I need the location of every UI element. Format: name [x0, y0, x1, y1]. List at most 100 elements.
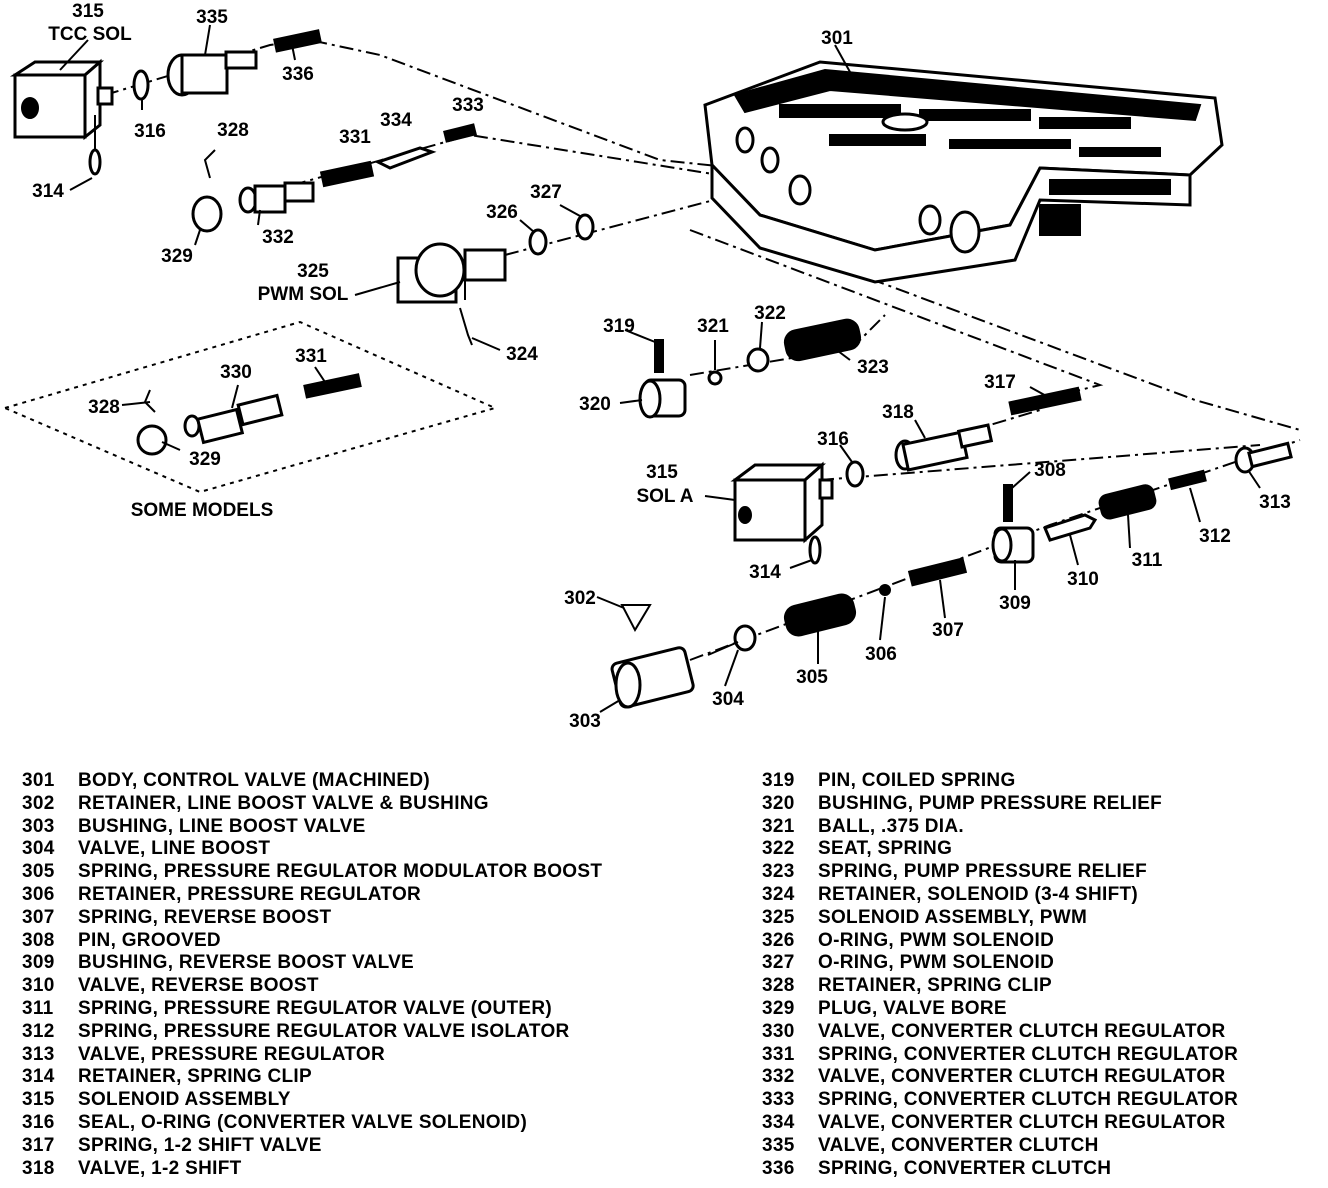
callout-324: 324 [506, 344, 538, 365]
legend-item-number: 316 [22, 1111, 55, 1133]
legend-item: 317 SPRING, 1-2 SHIFT VALVE [22, 1135, 602, 1158]
legend-item-description: PIN, COILED SPRING [818, 770, 1016, 791]
callout-328-inset: 328 [88, 397, 120, 418]
valve-310 [1042, 513, 1098, 542]
legend-item-description: SPRING, PRESSURE REGULATOR VALVE (OUTER) [78, 997, 553, 1019]
legend-item-number: 309 [22, 952, 55, 974]
legend-item-description: VALVE, LINE BOOST [78, 838, 271, 860]
callout-314-top: 314 [32, 181, 64, 202]
legend-item-number: 311 [22, 997, 54, 1019]
legend-item-description: RETAINER, SOLENOID (3-4 SHIFT) [818, 883, 1139, 905]
legend-item-description: SOLENOID ASSEMBLY [78, 1089, 291, 1111]
pwm-solenoid [396, 242, 507, 304]
seal-316-top [132, 69, 150, 101]
callout-some-models: SOME MODELS [131, 500, 274, 521]
legend-item-description: BALL, .375 DIA. [818, 815, 964, 837]
legend-item-number: 310 [22, 975, 55, 997]
some-models-inset [2, 320, 498, 494]
retainer-324 [459, 307, 473, 346]
legend-item: 330 VALVE, CONVERTER CLUTCH REGULATOR [762, 1021, 1238, 1044]
callout-316-mid: 316 [817, 429, 849, 450]
callout-311: 311 [1132, 550, 1163, 571]
seal-316-mid [845, 460, 865, 488]
legend-item-description: SPRING, CONVERTER CLUTCH REGULATOR [818, 1089, 1239, 1111]
bushing-309 [991, 526, 1035, 564]
callout-pwm-sol: PWM SOL [258, 284, 349, 305]
spring-317 [1008, 386, 1082, 416]
legend-item-description: VALVE, REVERSE BOOST [78, 975, 319, 997]
callout-329-top: 329 [161, 246, 193, 267]
legend-item-number: 319 [762, 770, 795, 791]
tcc-solenoid [9, 58, 114, 176]
legend-item-description: PLUG, VALVE BORE [818, 997, 1007, 1019]
bushing-320 [638, 378, 687, 419]
pin-319 [654, 339, 664, 373]
legend-item-number: 306 [22, 883, 55, 905]
legend-item-description: RETAINER, PRESSURE REGULATOR [78, 883, 422, 905]
spring-311 [1098, 484, 1157, 520]
legend-item-description: VALVE, CONVERTER CLUTCH REGULATOR [818, 1020, 1226, 1042]
bushing-303 [610, 646, 695, 709]
legend-item-number: 330 [762, 1020, 795, 1042]
legend-item: 311 SPRING, PRESSURE REGULATOR VALVE (OUT… [22, 998, 602, 1021]
legend-item-number: 313 [22, 1043, 55, 1065]
spring-333 [443, 123, 477, 143]
callout-315-tcc: 315 [72, 1, 104, 22]
callout-303: 303 [569, 711, 601, 732]
legend-item: 335 VALVE, CONVERTER CLUTCH [762, 1135, 1238, 1158]
clip-328-top [203, 149, 216, 179]
callout-306: 306 [865, 644, 897, 665]
legend-item-description: SPRING, CONVERTER CLUTCH REGULATOR [818, 1043, 1239, 1065]
leader-lines [59, 24, 1261, 713]
callout-317: 317 [984, 372, 1016, 393]
legend-item: 303 BUSHING, LINE BOOST VALVE [22, 816, 602, 839]
callout-314-mid: 314 [749, 562, 781, 583]
spring-307 [907, 557, 968, 587]
legend-item-number: 327 [762, 952, 795, 974]
legend-item-number: 312 [22, 1020, 55, 1042]
legend-item: 323 SPRING, PUMP PRESSURE RELIEF [762, 861, 1238, 884]
callout-330: 330 [220, 362, 252, 383]
legend-item-description: SPRING, PUMP PRESSURE RELIEF [818, 861, 1147, 883]
legend-item-number: 336 [762, 1157, 795, 1179]
pin-308 [1003, 484, 1013, 522]
legend-item-description: BUSHING, REVERSE BOOST VALVE [78, 952, 415, 974]
legend-item-description: O-RING, PWM SOLENOID [818, 952, 1055, 974]
callout-sol-a: SOL A [636, 486, 693, 507]
legend-item-description: SPRING, 1-2 SHIFT VALVE [78, 1134, 322, 1156]
legend-item: 315 SOLENOID ASSEMBLY [22, 1089, 602, 1112]
legend-item: 310 VALVE, REVERSE BOOST [22, 975, 602, 998]
callout-327: 327 [530, 182, 562, 203]
legend-item-description: PIN, GROOVED [78, 929, 221, 951]
legend-item: 309 BUSHING, REVERSE BOOST VALVE [22, 952, 602, 975]
legend-item-description: BODY, CONTROL VALVE (MACHINED) [78, 770, 431, 791]
legend-item-number: 328 [762, 975, 795, 997]
valve-334 [374, 146, 437, 170]
callout-331-inset: 331 [295, 346, 327, 367]
valve-335 [166, 50, 258, 97]
legend-item-number: 317 [22, 1134, 55, 1156]
legend-item-number: 323 [762, 861, 795, 883]
legend-item-description: VALVE, CONVERTER CLUTCH [818, 1134, 1099, 1156]
legend-item-number: 303 [22, 815, 55, 837]
callout-325-pwm: 325 [297, 261, 329, 282]
legend-item-number: 335 [762, 1134, 795, 1156]
callout-318: 318 [882, 402, 914, 423]
exploded-parts-diagram: 315 TCC SOL 335 336 301 316 314 328 331 … [2, 1, 1301, 732]
valve-313 [1234, 441, 1293, 474]
callout-322: 322 [754, 303, 786, 324]
legend-item-number: 315 [22, 1089, 55, 1111]
legend-item-description: BUSHING, LINE BOOST VALVE [78, 815, 366, 837]
